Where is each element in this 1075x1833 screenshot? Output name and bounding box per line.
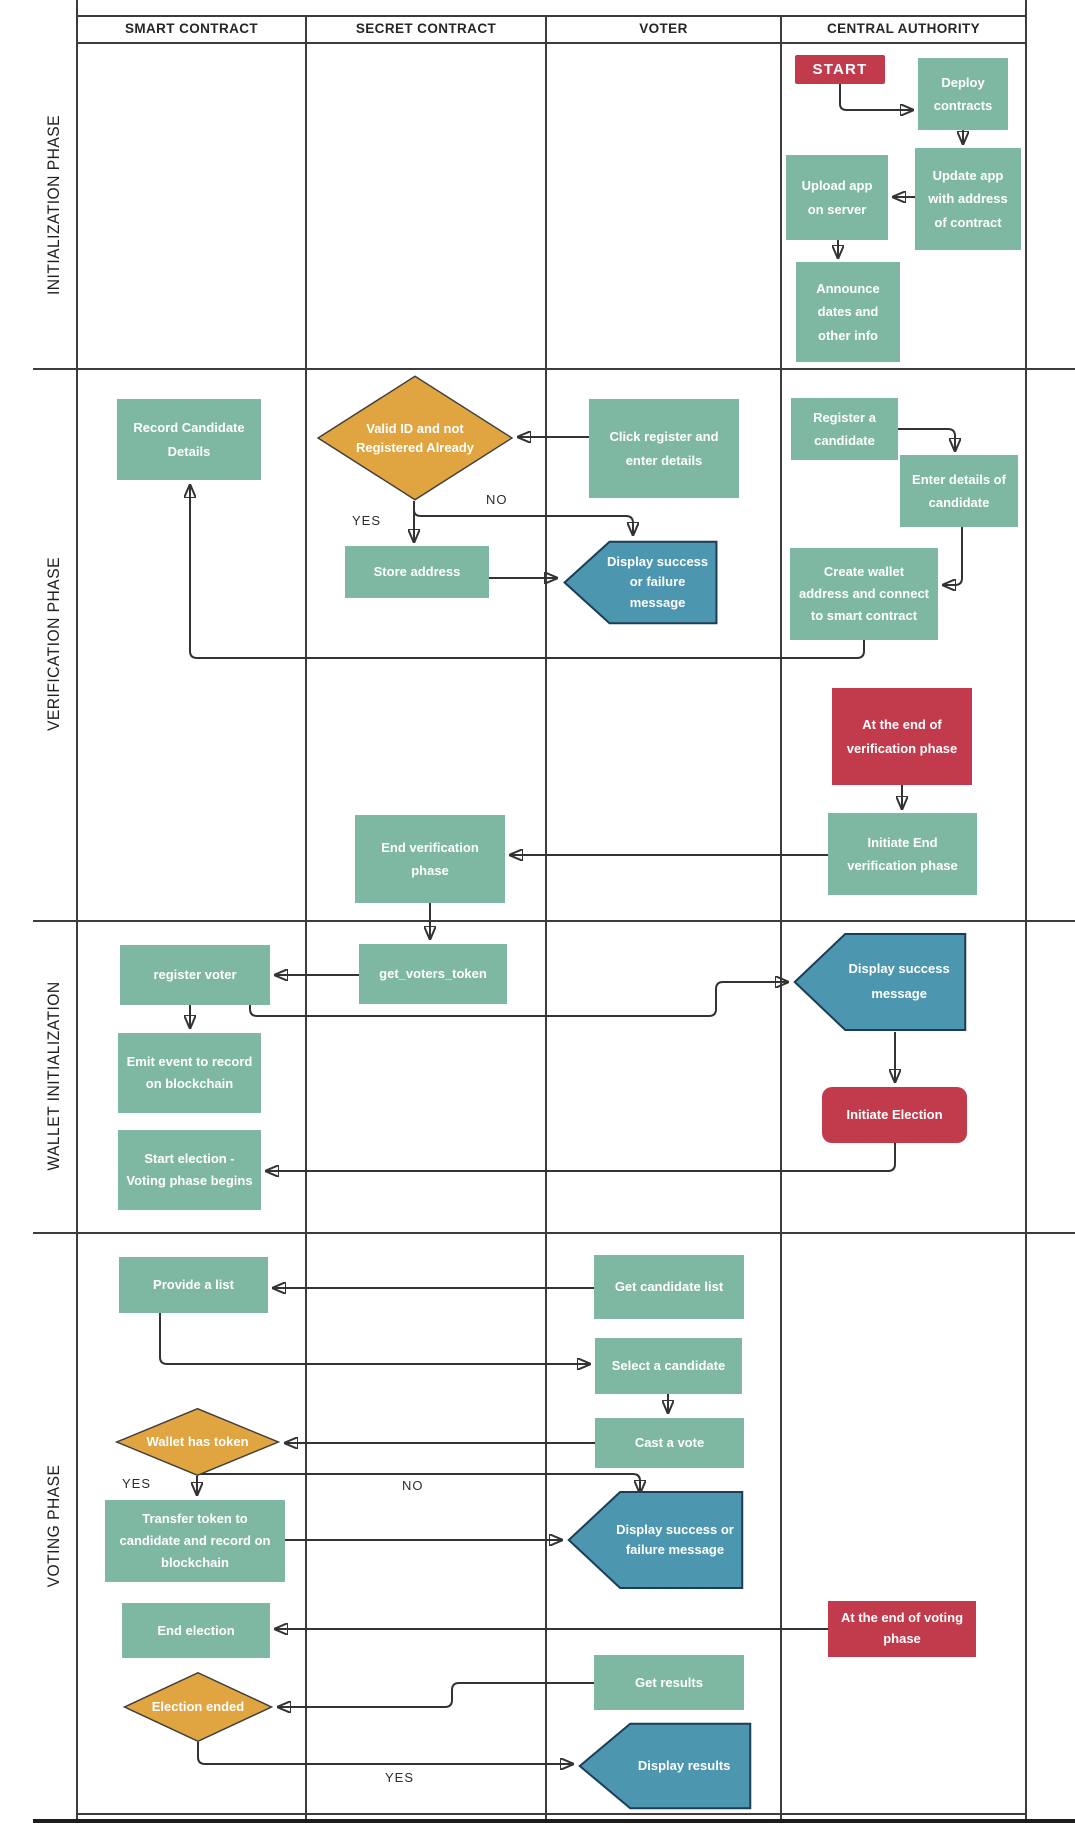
node-deploy-contracts: Deploy contracts bbox=[918, 58, 1008, 130]
column-divider-1 bbox=[305, 15, 307, 1821]
node-upload-app: Upload app on server bbox=[786, 155, 888, 240]
node-initiate-election: Initiate Election bbox=[822, 1087, 967, 1143]
node-get-candidate-list: Get candidate list bbox=[594, 1255, 744, 1319]
edge-label-verification-yes: YES bbox=[352, 513, 382, 528]
connector-enterdetails-createwallet bbox=[944, 527, 963, 585]
edge-label-verification-no: NO bbox=[486, 492, 508, 507]
node-cast-vote: Cast a vote bbox=[595, 1418, 744, 1468]
connector-initiateelection-startelection bbox=[267, 1143, 896, 1171]
node-update-app: Update app with address of contract bbox=[915, 148, 1021, 250]
node-initiate-end-verification: Initiate End verification phase bbox=[828, 813, 977, 895]
node-end-of-voting: At the end of voting phase bbox=[828, 1601, 976, 1657]
node-get-voters-token: get_voters_token bbox=[359, 944, 507, 1004]
phase-divider-3 bbox=[33, 1232, 1075, 1234]
connector-electionended-yes-displayresults bbox=[197, 1742, 572, 1764]
edge-label-voting-yes: YES bbox=[122, 1476, 152, 1491]
node-display-success-message: Display success message bbox=[793, 932, 967, 1032]
node-get-results: Get results bbox=[594, 1655, 744, 1710]
node-announce-dates: Announce dates and other info bbox=[796, 262, 900, 362]
node-record-candidate-details: Record Candidate Details bbox=[117, 399, 261, 480]
column-header-central-authority: CENTRAL AUTHORITY bbox=[826, 21, 981, 36]
node-create-wallet: Create wallet address and connect to sma… bbox=[790, 548, 938, 640]
connector-start-deploy bbox=[839, 84, 912, 110]
edge-label-voting-no: NO bbox=[402, 1478, 424, 1493]
connector-registervoter-displaysuccess bbox=[249, 982, 787, 1017]
node-register-voter: register voter bbox=[120, 945, 270, 1005]
column-header-smart-contract: SMART CONTRACT bbox=[124, 21, 259, 36]
pool-right-border bbox=[1025, 0, 1027, 1821]
pool-bottom-inner-border bbox=[76, 1813, 1027, 1815]
node-end-election: End election bbox=[122, 1603, 270, 1658]
node-register-candidate: Register a candidate bbox=[791, 398, 898, 460]
connector-providelist-selectcandidate bbox=[159, 1313, 589, 1364]
node-enter-details: Enter details of candidate bbox=[900, 455, 1018, 527]
connector-validid-no-display bbox=[413, 506, 633, 534]
connector-registercandidate-enterdetails bbox=[897, 428, 955, 450]
node-end-of-verification: At the end of verification phase bbox=[832, 688, 972, 785]
column-divider-3 bbox=[780, 15, 782, 1821]
header-top-border bbox=[76, 15, 1027, 17]
header-bottom-border bbox=[76, 42, 1027, 44]
edge-label-results-yes: YES bbox=[385, 1770, 415, 1785]
column-header-voter: VOTER bbox=[639, 21, 688, 36]
column-divider-2 bbox=[545, 15, 547, 1821]
connector-createwallet-recordcandidate bbox=[190, 486, 865, 659]
node-display-results: Display results bbox=[578, 1722, 752, 1810]
node-emit-event: Emit event to record on blockchain bbox=[118, 1033, 261, 1113]
node-store-address: Store address bbox=[345, 546, 489, 598]
node-select-candidate: Select a candidate bbox=[595, 1338, 742, 1394]
column-header-secret-contract: SECRET CONTRACT bbox=[355, 21, 497, 36]
node-click-register: Click register and enter details bbox=[589, 399, 739, 498]
node-provide-list: Provide a list bbox=[119, 1257, 268, 1313]
node-start: START bbox=[795, 55, 885, 84]
pool-bottom-border bbox=[33, 1819, 1075, 1823]
node-display-voting-result: Display success or failure message bbox=[567, 1490, 744, 1590]
node-end-verification: End verification phase bbox=[355, 815, 505, 903]
pool-left-border bbox=[76, 0, 78, 1821]
phase-divider-2 bbox=[33, 920, 1075, 922]
node-wallet-has-token-decision: Wallet has token bbox=[115, 1408, 280, 1476]
node-valid-id-decision: Valid ID and not Registered Already bbox=[316, 375, 514, 501]
node-start-election: Start election - Voting phase begins bbox=[118, 1130, 261, 1210]
node-display-verification-result: Display success or failure message bbox=[563, 540, 718, 625]
node-transfer-token: Transfer token to candidate and record o… bbox=[105, 1500, 285, 1582]
phase-divider-1 bbox=[33, 368, 1075, 370]
node-election-ended-decision: Election ended bbox=[123, 1672, 273, 1742]
